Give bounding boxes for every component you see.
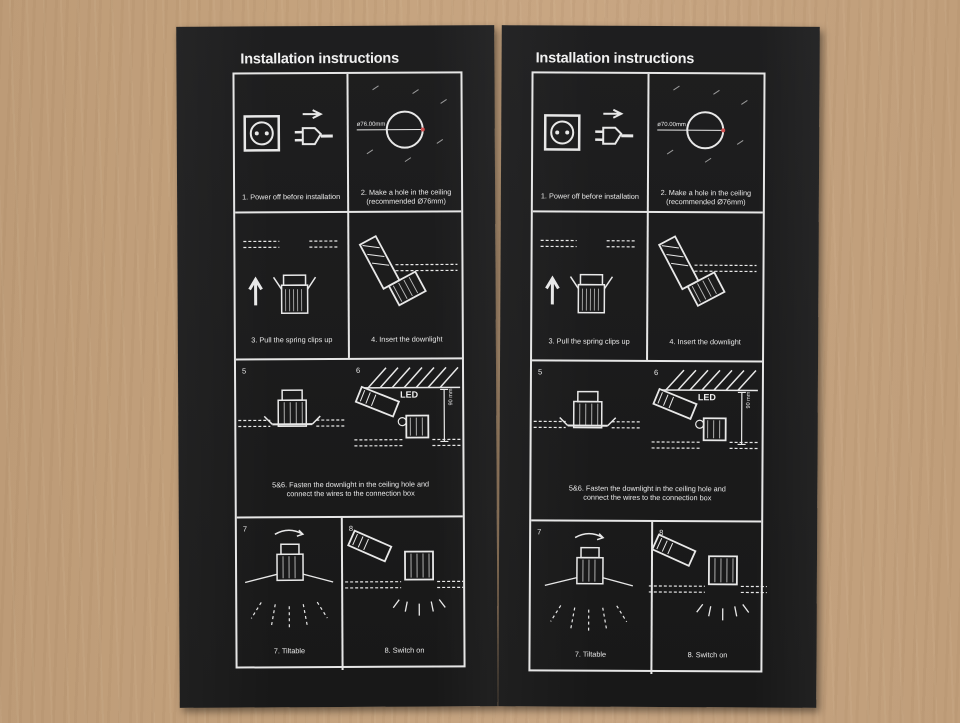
spring-clips-diagram xyxy=(243,240,340,315)
product-box-left: Installation instructions 1. Power off b… xyxy=(176,25,498,708)
step-7-caption: 7. Tiltable xyxy=(273,646,306,656)
step-4-panel: 4. Insert the downlight xyxy=(349,212,464,358)
height-dimension-label: 90 mm xyxy=(745,391,752,409)
power-socket-icon xyxy=(243,115,281,152)
step-2-caption: 2. Make a hole in the ceiling (recommend… xyxy=(360,187,452,206)
step-6-number: 6 xyxy=(355,365,361,375)
connection-box-diagram xyxy=(651,387,758,450)
power-socket-icon xyxy=(543,114,581,151)
instructions-grid: 1. Power off before installation ø76.00m… xyxy=(232,71,466,670)
ceiling-hatch xyxy=(364,366,461,389)
step-1-panel: 1. Power off before installation xyxy=(533,73,648,211)
step-5-panel: 5 xyxy=(532,361,647,462)
instructions-title: Installation instructions xyxy=(240,50,399,68)
step-4-panel: 4. Insert the downlight xyxy=(648,213,763,361)
step-5-number: 5 xyxy=(241,366,247,376)
step-3-panel: 3. Pull the spring clips up xyxy=(235,213,348,359)
switch-on-diagram xyxy=(648,533,767,621)
step-8-panel: 8 8. Switch on xyxy=(343,517,466,666)
step-4-caption: 4. Insert the downlight xyxy=(371,334,443,344)
hole-dimension-label: ø76.00mm xyxy=(356,121,386,128)
step-3-caption: 3. Pull the spring clips up xyxy=(251,335,333,345)
step-6-panel: 6 LED 90 mm xyxy=(350,359,465,460)
height-dimension-label: 90 mm xyxy=(448,388,455,406)
ceiling-hatch xyxy=(661,369,758,392)
step-7-panel: 7 7. Tiltable xyxy=(237,518,342,667)
fasten-downlight-diagram xyxy=(238,389,347,428)
instructions-grid: 1. Power off before installation ø70.00m… xyxy=(528,71,767,674)
ceiling-hole-diagram xyxy=(356,85,447,163)
step-7-caption: 7. Tiltable xyxy=(574,649,607,659)
switch-on-diagram xyxy=(345,529,464,616)
step-2-panel: ø70.00mm 2. Make a hole in the ceiling (… xyxy=(649,74,764,212)
step-5-6-caption: 5&6. Fasten the downlight in the ceiling… xyxy=(272,479,430,499)
step-1-caption: 1. Power off before installation xyxy=(242,191,341,202)
step-8-caption: 8. Switch on xyxy=(384,645,425,655)
hole-dimension-label: ø70.00mm xyxy=(657,121,686,129)
insert-downlight-diagram xyxy=(657,235,757,308)
spring-clips-diagram xyxy=(540,239,637,314)
step-5-6-caption-panel: 5&6. Fasten the downlight in the ceiling… xyxy=(531,465,763,518)
step-3-caption: 3. Pull the spring clips up xyxy=(548,336,630,346)
connection-box-diagram xyxy=(354,385,461,447)
led-label: LED xyxy=(697,392,716,403)
plug-icon xyxy=(294,109,333,146)
tilt-diagram xyxy=(544,532,634,634)
step-4-caption: 4. Insert the downlight xyxy=(669,337,741,347)
step-2-caption: 2. Make a hole in the ceiling (recommend… xyxy=(660,188,752,207)
step-1-caption: 1. Power off before installation xyxy=(540,191,639,201)
tilt-diagram xyxy=(244,529,334,631)
step-5-panel: 5 xyxy=(236,360,349,461)
insert-downlight-diagram xyxy=(358,234,458,307)
step-1-panel: 1. Power off before installation xyxy=(234,74,347,212)
step-3-panel: 3. Pull the spring clips up xyxy=(532,212,647,360)
product-box-right: Installation instructions 1. Power off b… xyxy=(498,25,820,708)
fasten-downlight-diagram xyxy=(533,390,642,429)
step-5-6-caption: 5&6. Fasten the downlight in the ceiling… xyxy=(568,483,726,503)
step-8-caption: 8. Switch on xyxy=(687,650,728,660)
step-5-number: 5 xyxy=(537,367,543,377)
step-6-number: 6 xyxy=(653,367,659,377)
step-7-panel: 7 7. Tiltable xyxy=(530,521,651,670)
instructions-title: Installation instructions xyxy=(535,50,695,68)
step-6-panel: 6 LED 90 mm xyxy=(648,362,763,463)
ceiling-hole-diagram xyxy=(657,85,748,163)
step-2-panel: ø76.00mm 2. Make a hole in the ceiling (… xyxy=(348,73,463,211)
step-5-6-caption-panel: 5&6. Fasten the downlight in the ceiling… xyxy=(237,463,465,514)
step-8-panel: 8 8. Switch on xyxy=(648,522,767,671)
plug-icon xyxy=(595,108,634,145)
led-label: LED xyxy=(400,389,419,400)
